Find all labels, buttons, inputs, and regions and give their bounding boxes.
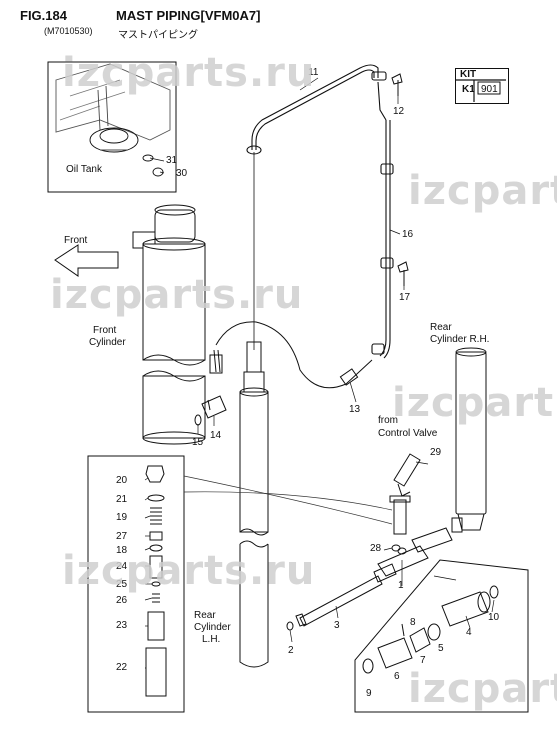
o-ring-2 xyxy=(286,621,294,631)
pipe-16 xyxy=(371,120,394,359)
callout-10: 10 xyxy=(488,612,500,623)
part-6 xyxy=(377,637,413,669)
watermark: izcparts.ru xyxy=(62,50,316,96)
shaft-3 xyxy=(295,563,397,627)
callout-30: 30 xyxy=(176,168,188,179)
japanese-title: マストパイピング xyxy=(118,30,198,41)
part-24 xyxy=(149,555,163,579)
callout-31: 31 xyxy=(166,155,178,166)
part-23 xyxy=(147,611,165,641)
kit-label: KIT xyxy=(460,69,477,80)
callout-20: 20 xyxy=(116,475,128,486)
kit-row-label: K1 xyxy=(462,84,475,95)
watermark: izcpart xyxy=(392,380,555,426)
callout-27: 27 xyxy=(116,531,128,542)
front-cylinder xyxy=(132,204,206,445)
valve-assembly-1 xyxy=(377,495,453,577)
callout-8: 8 xyxy=(410,617,416,628)
pin-8 xyxy=(401,623,405,637)
watermark: izcparts.ru xyxy=(50,272,304,318)
callout-1: 1 xyxy=(398,580,404,591)
callout-9: 9 xyxy=(366,688,372,699)
callout-2: 2 xyxy=(288,645,294,656)
callout-21: 21 xyxy=(116,494,128,505)
part-22 xyxy=(145,647,167,697)
fitting-29 xyxy=(393,453,421,497)
o-ring-15 xyxy=(194,414,202,426)
callout-5: 5 xyxy=(438,643,444,654)
clamp-17 xyxy=(397,261,409,286)
part-21 xyxy=(147,494,165,502)
label-from: from xyxy=(378,415,398,426)
oil-tank-inset-drawing xyxy=(55,63,171,177)
callout-19: 19 xyxy=(116,512,128,523)
oil-tank-inset-frame xyxy=(47,61,177,193)
kit-row-value: 901 xyxy=(481,84,498,95)
spring-26 xyxy=(152,593,160,603)
label-rear-lh-1: Rear xyxy=(194,610,216,621)
callout-3: 3 xyxy=(334,620,340,631)
label-rear-lh-3: L.H. xyxy=(202,634,221,645)
leader-lines xyxy=(144,77,495,669)
spring-7 xyxy=(409,627,431,653)
label-rear-rh-1: Rear xyxy=(430,322,452,333)
spring-19 xyxy=(150,507,162,525)
kit-reference-box xyxy=(455,68,509,104)
callout-7: 7 xyxy=(420,655,426,666)
callout-13: 13 xyxy=(349,404,361,415)
part-20 xyxy=(145,465,165,483)
figure-number: FIG.184 xyxy=(20,8,67,23)
callout-26: 26 xyxy=(116,595,128,606)
callout-29: 29 xyxy=(430,447,442,458)
fitting-14 xyxy=(201,395,227,419)
pipe-11 xyxy=(246,64,387,350)
watermark: izcparts.ru xyxy=(62,548,316,594)
callout-25: 25 xyxy=(116,579,128,590)
label-rear-rh-2: Cylinder R.H. xyxy=(430,334,490,345)
valve-stack-parts xyxy=(145,465,167,697)
callout-17: 17 xyxy=(399,292,411,303)
clamp-12 xyxy=(391,73,403,96)
o-ring-9 xyxy=(362,658,374,674)
front-direction-arrow xyxy=(54,244,119,277)
part-5 xyxy=(427,623,441,641)
label-front: Front xyxy=(64,235,88,246)
label-oil-tank: Oil Tank xyxy=(66,164,102,175)
callout-24: 24 xyxy=(116,561,128,572)
part-27 xyxy=(149,531,163,541)
label-front-cylinder-1: Front xyxy=(93,325,117,336)
o-ring-28 xyxy=(391,544,401,552)
part-4 xyxy=(441,591,489,627)
callout-18: 18 xyxy=(116,545,128,556)
label-front-cylinder-2: Cylinder xyxy=(89,337,126,348)
callout-11: 11 xyxy=(308,67,319,78)
callout-23: 23 xyxy=(116,620,128,631)
callout-14: 14 xyxy=(210,430,222,441)
figure-title: MAST PIPING[VFM0A7] xyxy=(116,8,261,23)
rear-cylinder-lh xyxy=(239,341,269,668)
callout-15: 15 xyxy=(192,437,204,448)
detail-inset-frame xyxy=(354,559,529,713)
callout-16: 16 xyxy=(402,229,414,240)
callout-28: 28 xyxy=(370,543,382,554)
callout-4: 4 xyxy=(466,627,472,638)
watermark: izcpart xyxy=(408,168,557,214)
detail-parts xyxy=(362,585,499,674)
valve-stack-frame xyxy=(87,455,185,713)
rear-cylinder-rh xyxy=(451,347,487,533)
callout-6: 6 xyxy=(394,671,400,682)
figure-code: (M7010530) xyxy=(44,26,93,36)
watermark: izcpart xyxy=(408,666,557,712)
callout-22: 22 xyxy=(116,662,128,673)
o-ring-10 xyxy=(489,585,499,599)
label-control-valve: Control Valve xyxy=(378,428,438,439)
hose-13 xyxy=(209,321,373,389)
callout-12: 12 xyxy=(393,106,405,117)
label-rear-lh-2: Cylinder xyxy=(194,622,231,633)
